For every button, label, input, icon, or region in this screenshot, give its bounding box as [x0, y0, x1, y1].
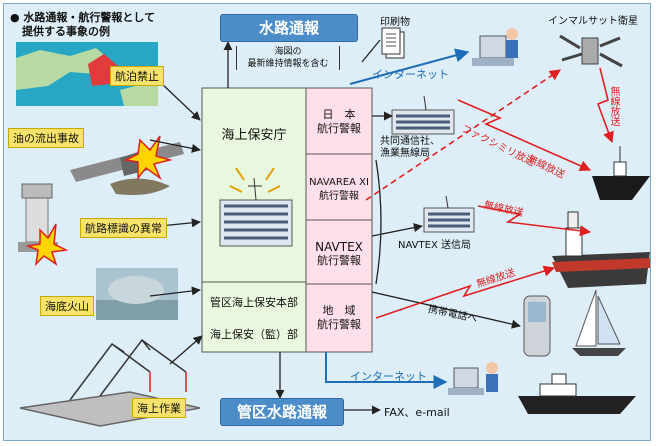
- warning-japan: 日 本 航行警報: [306, 108, 372, 136]
- jcg-building-picture: [219, 167, 293, 247]
- navtex-building-picture: [423, 195, 475, 233]
- large-ship-picture: [552, 211, 650, 288]
- jcg-label: 海上保安庁: [221, 128, 287, 143]
- warning-navtex-line2: 航行警報: [317, 254, 361, 267]
- legend-line1: ● 水路通報・航行警報として: [10, 11, 156, 24]
- navtex-station-label: NAVTEX 送信局: [398, 240, 471, 251]
- regional-hq-label: 管区海上保安本部: [210, 296, 298, 309]
- internet-label-top: インターネット: [372, 68, 449, 81]
- kyodo-label-line2: 漁業無線局: [380, 148, 430, 159]
- satellite-picture: [559, 34, 623, 68]
- legend-line2: 提供する事象の例: [22, 25, 110, 38]
- chart-note-line1: 海図の: [274, 47, 302, 57]
- sailboat-picture: [572, 289, 626, 356]
- event-navigation-aid-abnormality: 航路標識の異常: [80, 218, 167, 238]
- kyodo-label-line1: 共同通信社、: [380, 136, 440, 147]
- event-oil-spill: 油の流出事故: [8, 128, 84, 148]
- computer-top-picture: [472, 28, 518, 66]
- warning-navtex-line1: NAVTEX: [315, 240, 363, 254]
- warning-navtex: NAVTEX 航行警報: [306, 240, 372, 268]
- warning-japan-line1: 日 本: [322, 108, 356, 121]
- event-marine-work: 海上作業: [132, 398, 186, 418]
- warning-local-line2: 航行警報: [317, 318, 361, 331]
- computer-bottom-picture: [448, 362, 498, 395]
- cargo-ship-picture: [592, 146, 650, 200]
- event-navigation-prohibited: 航泊禁止: [110, 66, 164, 86]
- event-submarine-volcano: 海底火山: [40, 296, 94, 316]
- kyodo-label: 共同通信社、 漁業無線局: [380, 136, 440, 160]
- warning-japan-line2: 航行警報: [317, 122, 361, 135]
- fax-email-label: FAX、e-mail: [384, 406, 450, 419]
- warning-navarea-line1: NAVAREA XI: [309, 177, 369, 188]
- warning-navarea: NAVAREA XI 航行警報: [306, 176, 372, 204]
- internet-label-bottom: インターネット: [350, 370, 427, 383]
- printed-matter-label: 印刷物: [380, 17, 410, 28]
- kanku-suiro-tsuho-box: 管区水路通報: [220, 398, 344, 426]
- inmarsat-label: インマルサット衛星: [548, 16, 638, 27]
- warning-local: 地 域 航行警報: [306, 304, 372, 332]
- warning-local-line1: 地 域: [322, 304, 356, 317]
- mobile-phone-picture: [523, 295, 551, 357]
- warning-navarea-line2: 航行警報: [319, 191, 359, 202]
- lighthouse-picture: [18, 183, 69, 267]
- suiro-tsuho-box: 水路通報: [220, 14, 358, 42]
- patrol-ship-picture: [518, 373, 636, 414]
- kyodo-building-picture: [391, 95, 455, 135]
- printed-matter-picture: [381, 27, 405, 59]
- chart-note-line2: 最新維持情報を含む: [247, 59, 329, 69]
- volcano-photo: [96, 268, 178, 320]
- oil-spill-picture: [70, 135, 184, 195]
- coast-guard-office-label: 海上保安（監）部: [210, 328, 298, 341]
- radio-broadcast-vertical-label: 無線放送: [608, 86, 619, 126]
- chart-note: 海図の 最新維持情報を含む: [236, 46, 340, 70]
